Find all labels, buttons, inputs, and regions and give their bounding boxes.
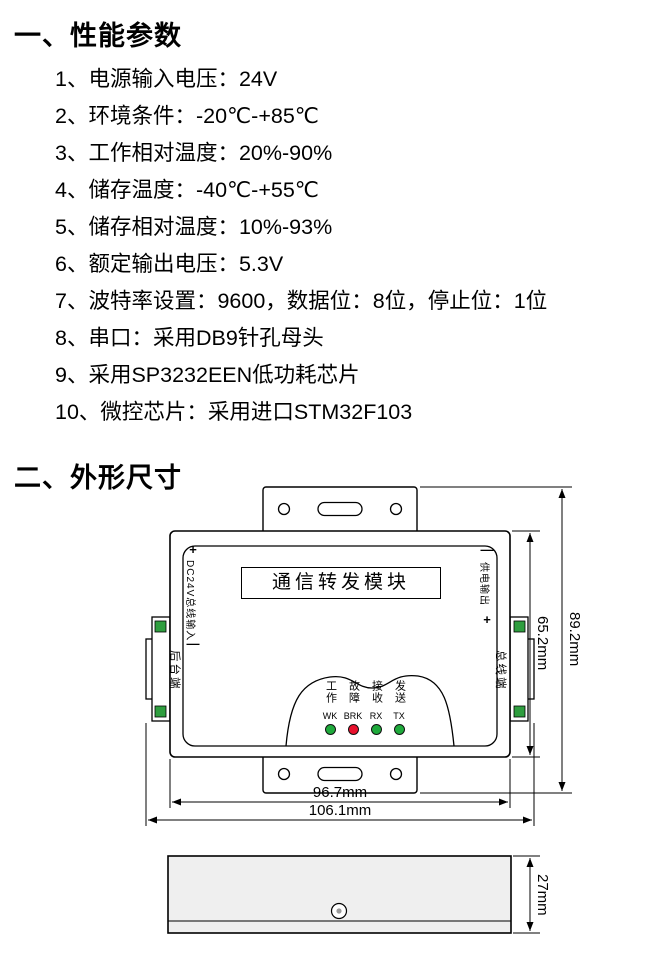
dimension-body-height: 65.2mm (534, 616, 551, 671)
mounting-hole (389, 767, 403, 781)
indicator-tx: 发送 TX (386, 680, 412, 735)
screw-center (336, 908, 342, 914)
indicator-work: 工作 WK (317, 680, 343, 735)
dimension-total-height: 89.2mm (566, 612, 583, 667)
connector-pad (513, 620, 526, 633)
mounting-hole (277, 767, 291, 781)
list-item: 3、工作相对温度：20%-90% (55, 141, 333, 165)
indicator-rx: 接收 RX (363, 680, 389, 735)
list-item: 4、储存温度：-40℃-+55℃ (55, 178, 319, 202)
indicator-label-cn: 接收 (370, 680, 383, 704)
indicator-label-en: WK (322, 711, 338, 721)
dimension-inner-width: 96.7mm (312, 784, 368, 801)
indicator-label-cn: 发送 (393, 680, 406, 704)
section1-heading: 一、性能参数 (14, 21, 182, 51)
device-title: 通信转发模块 (241, 567, 441, 599)
left-port-label: 后台端 (168, 650, 180, 691)
flange-holes (277, 501, 403, 782)
connector-pad (154, 620, 167, 633)
inner-panel (182, 545, 498, 747)
led-tx (393, 724, 405, 735)
indicator-label-cn: 故障 (347, 680, 360, 704)
indicator-label-en: RX (369, 711, 383, 721)
indicator-fault: 故障 BRK (340, 680, 366, 735)
right-terminal-minus: — (480, 542, 494, 557)
side-view-body (167, 855, 512, 934)
led-rx (370, 724, 382, 735)
left-terminal-plus: + (189, 542, 197, 557)
list-item: 10、微控芯片：采用进口STM32F103 (55, 400, 413, 424)
indicator-label-cn: 工作 (324, 680, 337, 704)
right-terminal-label: 供电输出 (478, 562, 489, 606)
section2-heading: 二、外形尺寸 (14, 463, 182, 493)
mounting-hole (389, 502, 403, 516)
top-flange (262, 486, 418, 536)
list-item: 9、采用SP3232EEN低功耗芯片 (55, 363, 360, 387)
connector-pad (513, 705, 526, 718)
led-fault (347, 724, 359, 735)
performance-parameter-list: 1、电源输入电压：24V 2、环境条件：-20℃-+85℃ 3、工作相对温度：2… (55, 61, 547, 431)
right-connector (509, 616, 529, 722)
dimension-outer-width: 106.1mm (308, 802, 372, 819)
indicator-label-en: TX (393, 711, 405, 721)
mounting-slot (317, 766, 363, 782)
list-item: 8、串口：采用DB9针孔母头 (55, 326, 324, 350)
right-port-label: 总线端 (494, 650, 506, 691)
mounting-hole (277, 502, 291, 516)
right-terminal-plus: + (483, 612, 491, 627)
connector-pad (154, 705, 167, 718)
wave-accent (285, 675, 455, 747)
led-work (324, 724, 336, 735)
dimension-lines (145, 486, 572, 826)
dimension-side-height: 27mm (534, 874, 551, 916)
list-item: 5、储存相对温度：10%-93% (55, 215, 333, 239)
side-view-dimensions (513, 855, 540, 934)
list-item: 2、环境条件：-20℃-+85℃ (55, 104, 319, 128)
indicator-label-en: BRK (343, 711, 363, 721)
left-terminal-label: DC24V总线输入 (184, 560, 195, 642)
list-item: 7、波特率设置：9600，数据位：8位，停止位：1位 (55, 289, 548, 313)
list-item: 1、电源输入电压：24V (55, 67, 278, 91)
mounting-slot (317, 501, 363, 517)
list-item: 6、额定输出电压：5.3V (55, 252, 284, 276)
left-terminal-minus: — (186, 636, 200, 651)
